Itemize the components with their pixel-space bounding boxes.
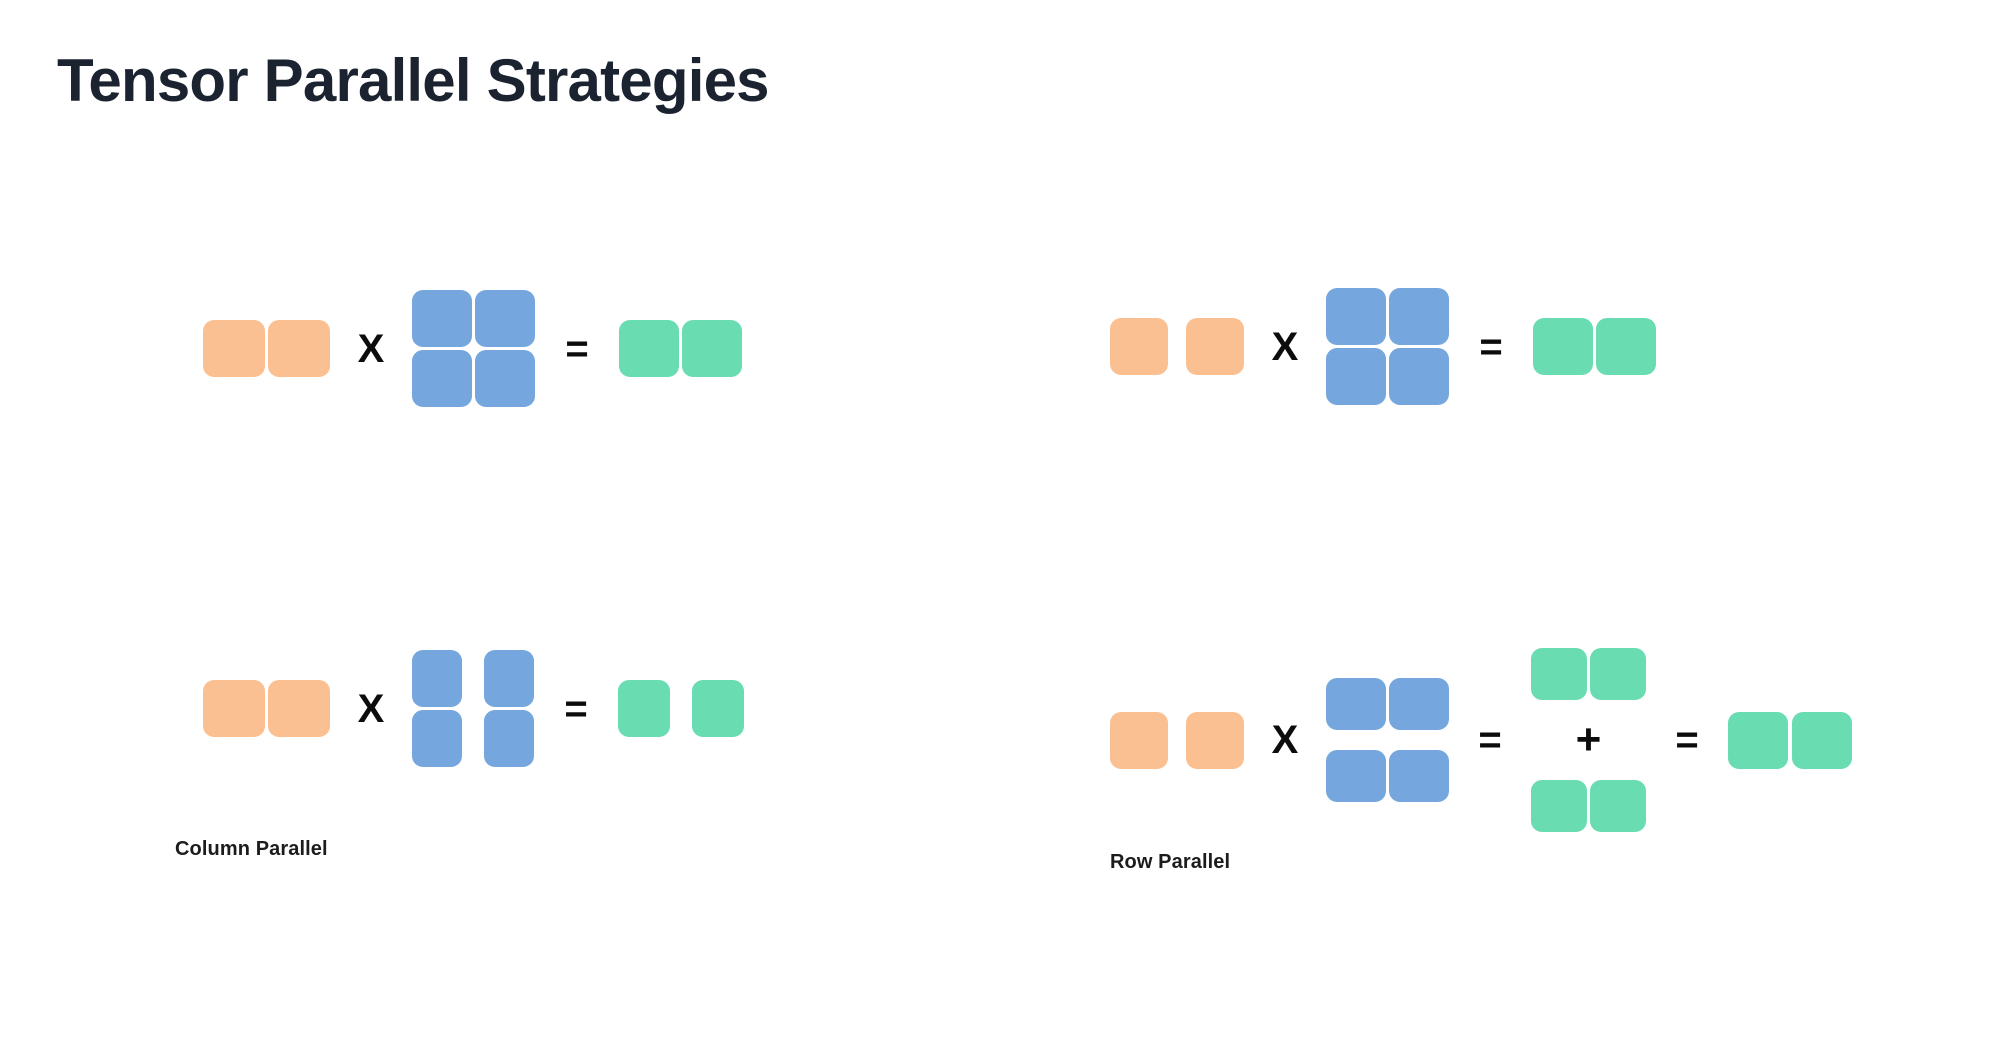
weight-matrix-column-sharded [412, 650, 534, 767]
matrix-cell [619, 320, 679, 377]
caption-row-parallel: Row Parallel [1110, 851, 1231, 873]
matrix-cell [1110, 711, 1168, 769]
matrix-cell [412, 350, 472, 407]
matrix-row [1326, 750, 1449, 802]
matrix-cell [1326, 678, 1386, 730]
matrix-row [1326, 678, 1449, 730]
input-activations-matrix [203, 320, 330, 377]
plus-operator: + [1575, 715, 1602, 764]
matrix-cell [682, 320, 742, 377]
matrix-cell [1389, 348, 1449, 405]
partial-output-stack: + [1531, 648, 1646, 832]
matrix-row [412, 290, 535, 347]
output-activations-matrix [619, 320, 742, 377]
equals-operator: = [565, 326, 589, 371]
matrix-row [618, 680, 744, 737]
matrix-cell [618, 680, 670, 737]
matrix-cell [1596, 318, 1656, 375]
multiply-operator: X [1271, 324, 1299, 369]
matrix-cell [1326, 288, 1386, 345]
matrix-cell [475, 350, 535, 407]
column-parallel-sharded-equation: X = [203, 650, 744, 767]
multiply-operator: X [1271, 718, 1299, 762]
weight-matrix [1326, 288, 1449, 405]
matrix-row [1531, 648, 1646, 700]
matrix-row [1110, 711, 1244, 769]
matrix-cell [412, 650, 462, 707]
output-activations-reduced [1728, 711, 1852, 769]
matrix-cell [1326, 750, 1386, 802]
caption-column-parallel: Column Parallel [175, 838, 328, 860]
matrix-cell [1389, 750, 1449, 802]
matrix-row [1533, 318, 1656, 375]
matrix-cell [484, 710, 534, 767]
weight-matrix [412, 290, 535, 407]
matrix-cell [1531, 780, 1587, 832]
multiply-operator: X [357, 326, 385, 371]
matrix-cell [1389, 288, 1449, 345]
page-title: Tensor Parallel Strategies [57, 47, 770, 114]
matrix-cell [203, 680, 265, 737]
matrix-cell [203, 320, 265, 377]
multiply-operator: X [357, 686, 385, 731]
matrix-row [412, 650, 534, 707]
column-parallel-unsharded-equation: X = [203, 290, 742, 407]
matrix-cell [1590, 780, 1646, 832]
matrix-row [619, 320, 742, 377]
matrix-row [203, 680, 330, 737]
output-activations-column-sharded [618, 680, 744, 737]
row-parallel-unsharded-equation: X = [1110, 288, 1656, 405]
matrix-row [1326, 288, 1449, 345]
matrix-cell [1531, 648, 1587, 700]
input-activations-matrix [203, 680, 330, 737]
matrix-cell [412, 290, 472, 347]
matrix-row [1110, 318, 1244, 375]
matrix-row [1728, 711, 1852, 769]
matrix-cell [412, 710, 462, 767]
matrix-cell [1389, 678, 1449, 730]
matrix-cell [1533, 318, 1593, 375]
output-activations-matrix [1533, 318, 1656, 375]
matrix-cell [1728, 711, 1788, 769]
equals-operator: = [564, 686, 588, 731]
matrix-row [412, 710, 534, 767]
matrix-row [412, 350, 535, 407]
matrix-cell [484, 650, 534, 707]
matrix-cell [1590, 648, 1646, 700]
input-activations-column-sharded [1110, 711, 1244, 769]
matrix-cell [268, 320, 330, 377]
equals-operator: = [1675, 718, 1699, 762]
matrix-cell [1186, 318, 1244, 375]
matrix-cell [692, 680, 744, 737]
row-parallel-sharded-equation: X = + = [1110, 648, 1852, 832]
matrix-row [1326, 348, 1449, 405]
equals-operator: = [1478, 718, 1502, 762]
matrix-row [203, 320, 330, 377]
matrix-cell [1792, 711, 1852, 769]
matrix-cell [475, 290, 535, 347]
input-activations-column-sharded [1110, 318, 1244, 375]
matrix-cell [268, 680, 330, 737]
matrix-cell [1110, 318, 1168, 375]
equals-operator: = [1479, 324, 1503, 369]
matrix-cell [1186, 711, 1244, 769]
matrix-cell [1326, 348, 1386, 405]
matrix-row [1531, 780, 1646, 832]
weight-matrix-row-sharded [1326, 678, 1449, 802]
